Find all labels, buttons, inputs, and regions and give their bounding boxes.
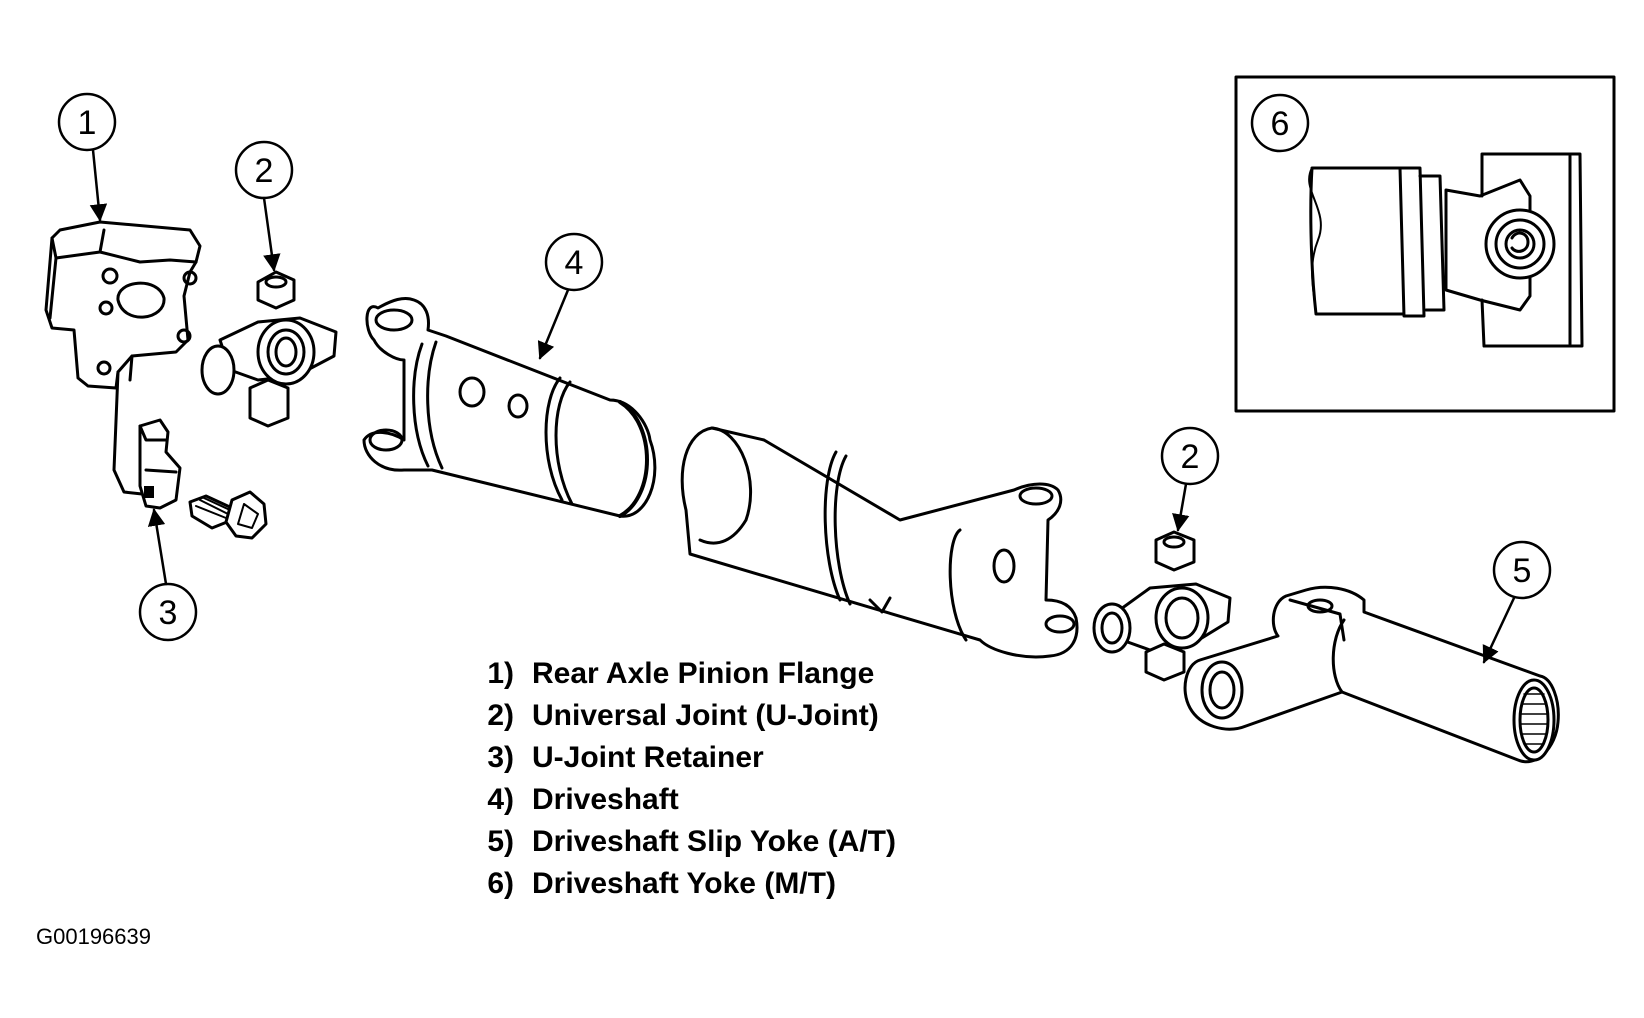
- driveshaft-tube-front: [362, 296, 657, 518]
- legend-item: 4) Driveshaft: [466, 779, 896, 821]
- legend-item: 1) Rear Axle Pinion Flange: [466, 653, 896, 695]
- callout-inset-yoke: 6: [1250, 93, 1310, 153]
- ujoint-retainer-part: [138, 418, 268, 540]
- parts-legend: 1) Rear Axle Pinion Flange 2) Universal …: [466, 653, 896, 905]
- slip-yoke-part: [1183, 585, 1560, 764]
- callout-ujoint-right: 2: [1160, 426, 1220, 532]
- legend-item: 6) Driveshaft Yoke (M/T): [466, 863, 896, 905]
- legend-number: 1): [487, 657, 514, 690]
- svg-text:5: 5: [1513, 552, 1532, 590]
- callout-slip-yoke: 5: [1482, 540, 1552, 664]
- legend-item: 3) U-Joint Retainer: [466, 737, 896, 779]
- legend-label: U-Joint Retainer: [532, 741, 764, 774]
- svg-text:1: 1: [78, 104, 97, 142]
- svg-text:6: 6: [1271, 105, 1290, 143]
- callout-retainer: 3: [138, 508, 198, 642]
- legend-number: 4): [487, 783, 514, 816]
- inset-yoke-detail: [1234, 75, 1616, 413]
- legend-label: Driveshaft Yoke (M/T): [532, 867, 836, 900]
- svg-text:3: 3: [159, 594, 178, 632]
- figure-id: G00196639: [36, 924, 151, 949]
- legend-item: 2) Universal Joint (U-Joint): [466, 695, 896, 737]
- legend-number: 3): [487, 741, 514, 774]
- ujoint-left-part: [200, 270, 338, 428]
- legend-item: 5) Driveshaft Slip Yoke (A/T): [466, 821, 896, 863]
- legend-number: 2): [487, 699, 514, 732]
- callout-flange: 1: [57, 92, 117, 222]
- svg-text:2: 2: [255, 152, 274, 190]
- callout-driveshaft: 4: [537, 232, 604, 360]
- svg-text:4: 4: [565, 244, 584, 282]
- legend-label: Driveshaft Slip Yoke (A/T): [532, 825, 896, 858]
- driveshaft-tube-rear: [680, 426, 1079, 659]
- legend-label: Driveshaft: [532, 783, 679, 816]
- svg-text:2: 2: [1181, 438, 1200, 476]
- callout-ujoint-left: 2: [234, 140, 294, 272]
- legend-number: 5): [487, 825, 514, 858]
- pinion-flange-part: [44, 220, 202, 496]
- legend-label: Universal Joint (U-Joint): [532, 699, 879, 732]
- legend-label: Rear Axle Pinion Flange: [532, 657, 875, 690]
- ujoint-right-part: [1092, 530, 1232, 682]
- legend-number: 6): [487, 867, 514, 900]
